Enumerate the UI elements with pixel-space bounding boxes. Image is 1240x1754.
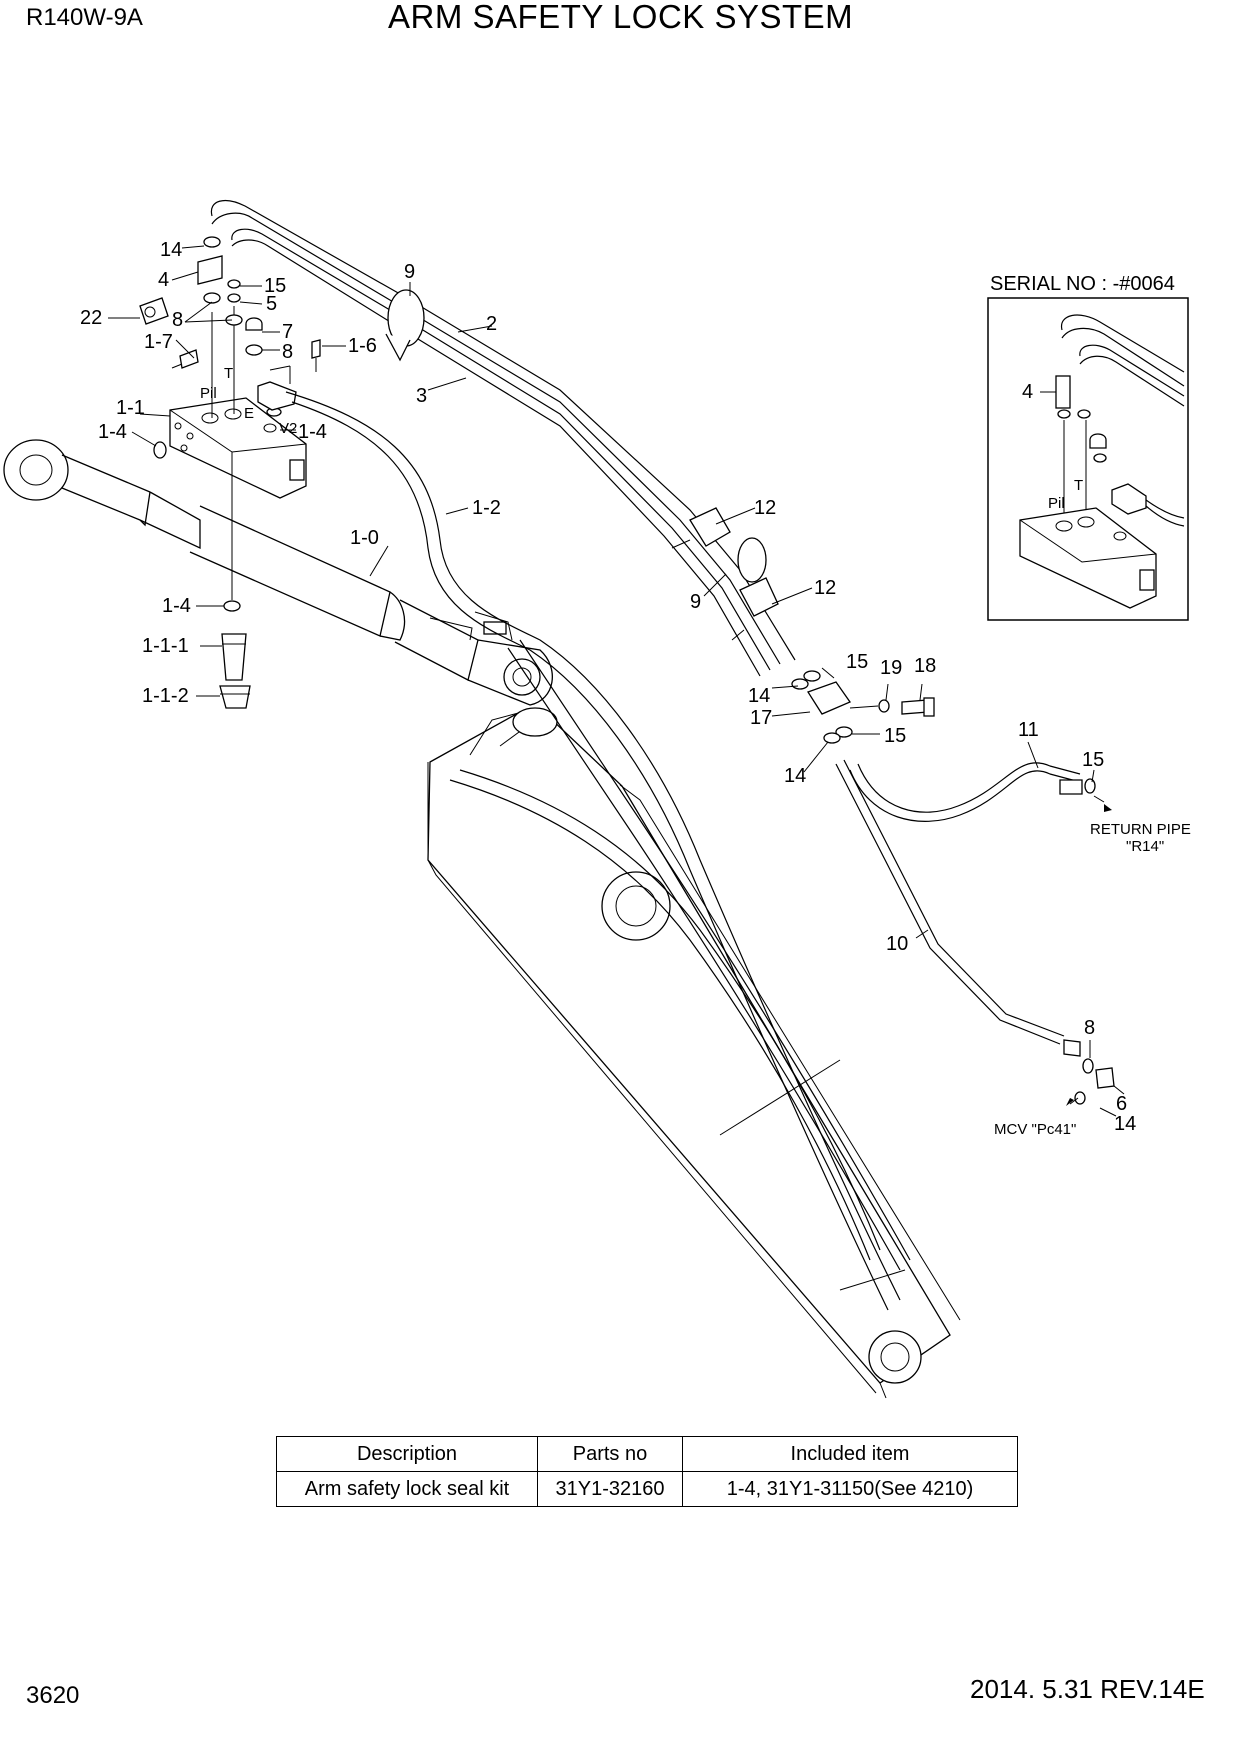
callout-1-1-1: 1-1-1 bbox=[142, 635, 189, 657]
callout-1-6: 1-6 bbox=[348, 335, 377, 357]
return-pipe-note: RETURN PIPE bbox=[1090, 821, 1191, 838]
port-label-v2: V2 bbox=[279, 420, 297, 437]
column-header-included-item: Included item bbox=[682, 1436, 1018, 1472]
callout-15: 15 bbox=[1082, 749, 1104, 771]
clamp-9-tab bbox=[385, 333, 411, 362]
serial-number-label: SERIAL NO : -#0064 bbox=[990, 273, 1175, 295]
callout-12: 12 bbox=[754, 497, 776, 519]
bolt-1-6 bbox=[311, 339, 321, 359]
tee-fitting-4 bbox=[197, 255, 223, 285]
callout-1-4: 1-4 bbox=[162, 595, 191, 617]
arm-tip-bore bbox=[868, 1330, 922, 1384]
pipe-nipple-1-1-1 bbox=[221, 633, 247, 681]
callout-1-2: 1-2 bbox=[472, 497, 501, 519]
callout-labels: 14 4 22 8 15 5 1-7 7 8 1-6 9 2 3 1-1 1-4… bbox=[80, 239, 1136, 1135]
callout-1-0: 1-0 bbox=[350, 527, 379, 549]
callout-10: 10 bbox=[886, 933, 908, 955]
clamps bbox=[385, 289, 779, 641]
elbow-6 bbox=[1095, 1067, 1115, 1089]
clamp-9-lower bbox=[737, 537, 767, 583]
port-label-pil: Pil bbox=[200, 385, 217, 402]
callout-19: 19 bbox=[880, 657, 902, 679]
callout-15: 15 bbox=[884, 725, 906, 747]
inset-callout-4: 4 bbox=[1022, 381, 1033, 403]
callout-15: 15 bbox=[846, 651, 868, 673]
callout-22: 22 bbox=[80, 307, 102, 329]
clamp-12-upper bbox=[689, 507, 731, 547]
flow-notes: RETURN PIPE "R14" MCV "Pc41" bbox=[994, 804, 1191, 1138]
return-pipe-port: "R14" bbox=[1126, 838, 1164, 855]
callout-8: 8 bbox=[172, 309, 183, 331]
hose-block-1-2 bbox=[257, 381, 297, 411]
callout-9: 9 bbox=[690, 591, 701, 613]
plug-7 bbox=[245, 317, 263, 331]
callout-1-4: 1-4 bbox=[298, 421, 327, 443]
callout-1-4: 1-4 bbox=[98, 421, 127, 443]
column-header-description: Description bbox=[276, 1436, 538, 1472]
callout-14: 14 bbox=[784, 765, 806, 787]
inset-port-t: T bbox=[1074, 477, 1083, 494]
callout-7: 7 bbox=[282, 321, 293, 343]
port-label-t: T bbox=[224, 365, 233, 382]
hoses bbox=[210, 199, 1081, 1311]
o-ring-14 bbox=[203, 236, 221, 248]
return-arrow-icon bbox=[1104, 804, 1112, 812]
arm-structure bbox=[427, 707, 961, 1399]
valve-fittings bbox=[139, 236, 321, 709]
callout-8: 8 bbox=[282, 341, 293, 363]
callout-5: 5 bbox=[266, 293, 277, 315]
callout-14: 14 bbox=[1114, 1113, 1136, 1135]
mcv-arrow-icon bbox=[1066, 1098, 1074, 1106]
callout-9: 9 bbox=[404, 261, 415, 283]
callout-14: 14 bbox=[748, 685, 770, 707]
callout-6: 6 bbox=[1116, 1093, 1127, 1115]
arm-pin-boss bbox=[601, 871, 671, 941]
cell-included-item: 1-4, 31Y1-31150(See 4210) bbox=[682, 1471, 1018, 1507]
callout-18: 18 bbox=[914, 655, 936, 677]
sensor-22 bbox=[139, 297, 169, 325]
callout-11: 11 bbox=[1018, 719, 1039, 741]
arm-cylinder bbox=[3, 439, 553, 706]
callout-12: 12 bbox=[814, 577, 836, 599]
callout-1-1-2: 1-1-2 bbox=[142, 685, 189, 707]
clamp-12-lower bbox=[739, 577, 779, 617]
callout-1-7: 1-7 bbox=[144, 331, 173, 353]
inset-fitting-4 bbox=[1055, 375, 1071, 409]
seal-kit-table: Description Parts no Included item Arm s… bbox=[276, 1436, 1018, 1507]
cell-parts-no: 31Y1-32160 bbox=[537, 1471, 683, 1507]
callout-15: 15 bbox=[264, 275, 286, 297]
callout-3: 3 bbox=[416, 385, 427, 407]
bracket-17 bbox=[807, 681, 851, 715]
cell-description: Arm safety lock seal kit bbox=[276, 1471, 538, 1507]
inset-port-pil: Pil bbox=[1048, 495, 1065, 512]
page-number: 3620 bbox=[26, 1682, 80, 1709]
column-header-parts-no: Parts no bbox=[537, 1436, 683, 1472]
washer-19 bbox=[878, 699, 890, 713]
mcv-port-note: MCV "Pc41" bbox=[994, 1121, 1076, 1138]
callout-1-1: 1-1 bbox=[116, 397, 145, 419]
callout-8: 8 bbox=[1084, 1017, 1095, 1039]
revision-date: 2014. 5.31 REV.14E bbox=[970, 1674, 1205, 1704]
table-row: Arm safety lock seal kit 31Y1-32160 1-4,… bbox=[276, 1471, 1018, 1507]
table-header-row: Description Parts no Included item bbox=[276, 1436, 1018, 1472]
serial-inset: Pil T SERIAL NO : -#0064 4 bbox=[987, 273, 1189, 621]
callout-4: 4 bbox=[158, 269, 169, 291]
callout-14: 14 bbox=[160, 239, 182, 261]
callout-2: 2 bbox=[486, 313, 497, 335]
port-label-e: E bbox=[244, 405, 254, 422]
page-title: ARM SAFETY LOCK SYSTEM bbox=[388, 0, 854, 35]
model-number: R140W-9A bbox=[26, 4, 143, 31]
bracket-fittings bbox=[791, 670, 1115, 1105]
cap-1-1-2 bbox=[219, 685, 251, 709]
safety-valve-block: Pil T E V2 bbox=[169, 306, 307, 600]
leader-lines bbox=[108, 245, 1125, 1117]
callout-17: 17 bbox=[750, 707, 772, 729]
